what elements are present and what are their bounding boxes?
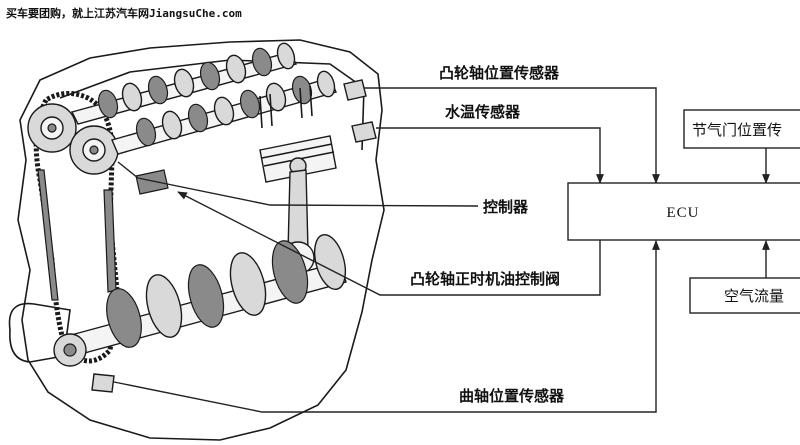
oil-control-valve-body xyxy=(135,169,169,195)
valve-springs xyxy=(259,85,313,129)
water-temp-sensor-body xyxy=(351,121,377,143)
line-controller xyxy=(117,161,479,207)
air-flow-meter-box: 空气流量 xyxy=(689,277,800,314)
air-flow-label: 空气流量 xyxy=(724,287,784,305)
label-oil-control-valve: 凸轮轴正时机油控制阀 xyxy=(410,270,560,288)
crankshaft xyxy=(59,234,347,359)
camshaft-sensor-body xyxy=(343,79,367,101)
connection-lines xyxy=(113,87,770,413)
label-camshaft-position-sensor: 凸轮轴位置传感器 xyxy=(439,64,560,82)
lower-housing xyxy=(8,302,71,363)
line-water-temp-sensor xyxy=(376,127,604,184)
crankshaft-sensor-body xyxy=(91,373,115,393)
line-crankshaft-sensor xyxy=(113,240,660,413)
watermark-text: 买车要团购，就上江苏汽车网JiangsuChe.com xyxy=(6,6,242,20)
timing-chain xyxy=(33,91,121,364)
chain-guide-right xyxy=(103,189,117,293)
chain-guide-left xyxy=(37,169,59,301)
ecu-label: ECU xyxy=(667,205,700,221)
throttle-sensor-label: 节气门位置传 xyxy=(692,121,782,139)
label-water-temp-sensor: 水温传感器 xyxy=(445,103,521,121)
line-camshaft-sensor xyxy=(364,87,660,184)
throttle-position-sensor-box: 节气门位置传 xyxy=(683,109,800,149)
engine-block-outline xyxy=(17,39,385,441)
engine-illustration xyxy=(8,39,385,441)
label-controller: 控制器 xyxy=(483,198,529,216)
ecu-box: ECU xyxy=(567,182,800,241)
label-crankshaft-position-sensor: 曲轴位置传感器 xyxy=(459,387,565,405)
camshaft-upper xyxy=(70,42,298,125)
connecting-rod xyxy=(287,169,309,253)
line-ocv-control xyxy=(177,191,601,296)
